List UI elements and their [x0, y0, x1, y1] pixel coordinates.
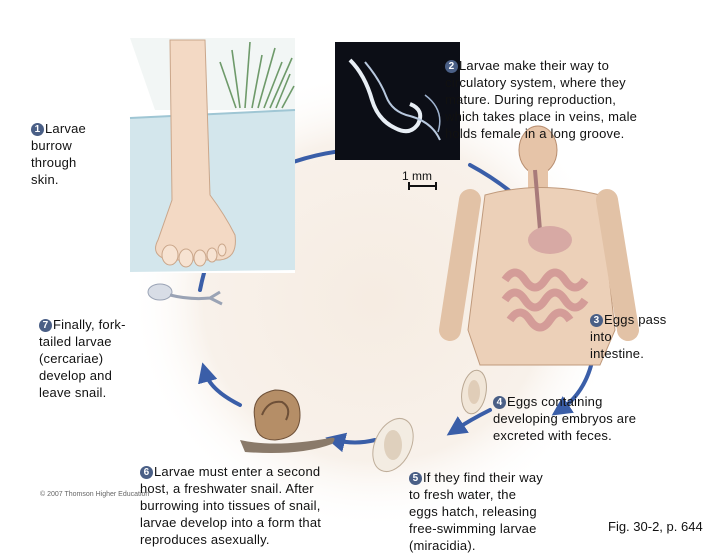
step-1-badge: 1 [31, 123, 44, 136]
step-2-badge: 2 [445, 60, 458, 73]
worm-micrograph [335, 42, 460, 160]
step-4-badge: 4 [493, 396, 506, 409]
step-6-text: Larvae must enter a second host, a fresh… [140, 464, 321, 547]
step-5-badge: 5 [409, 472, 422, 485]
figure-label: Fig. 30-2, p. 644 [608, 519, 703, 534]
step-7-text: Finally, fork- tailed larvae (cercariae)… [39, 317, 126, 400]
step-6-badge: 6 [140, 466, 153, 479]
step-7-badge: 7 [39, 319, 52, 332]
foot-in-water-illustration [130, 38, 295, 273]
copyright-note: © 2007 Thomson Higher Education [40, 491, 149, 498]
step-4-text: Eggs containing developing embryos are e… [493, 394, 636, 443]
step-5-text: If they find their way to fresh water, t… [409, 470, 543, 553]
step-3-badge: 3 [590, 314, 603, 327]
scale-bar-label: 1 mm [402, 169, 432, 183]
step-2-text: Larvae make their way to circulatory sys… [445, 58, 637, 141]
